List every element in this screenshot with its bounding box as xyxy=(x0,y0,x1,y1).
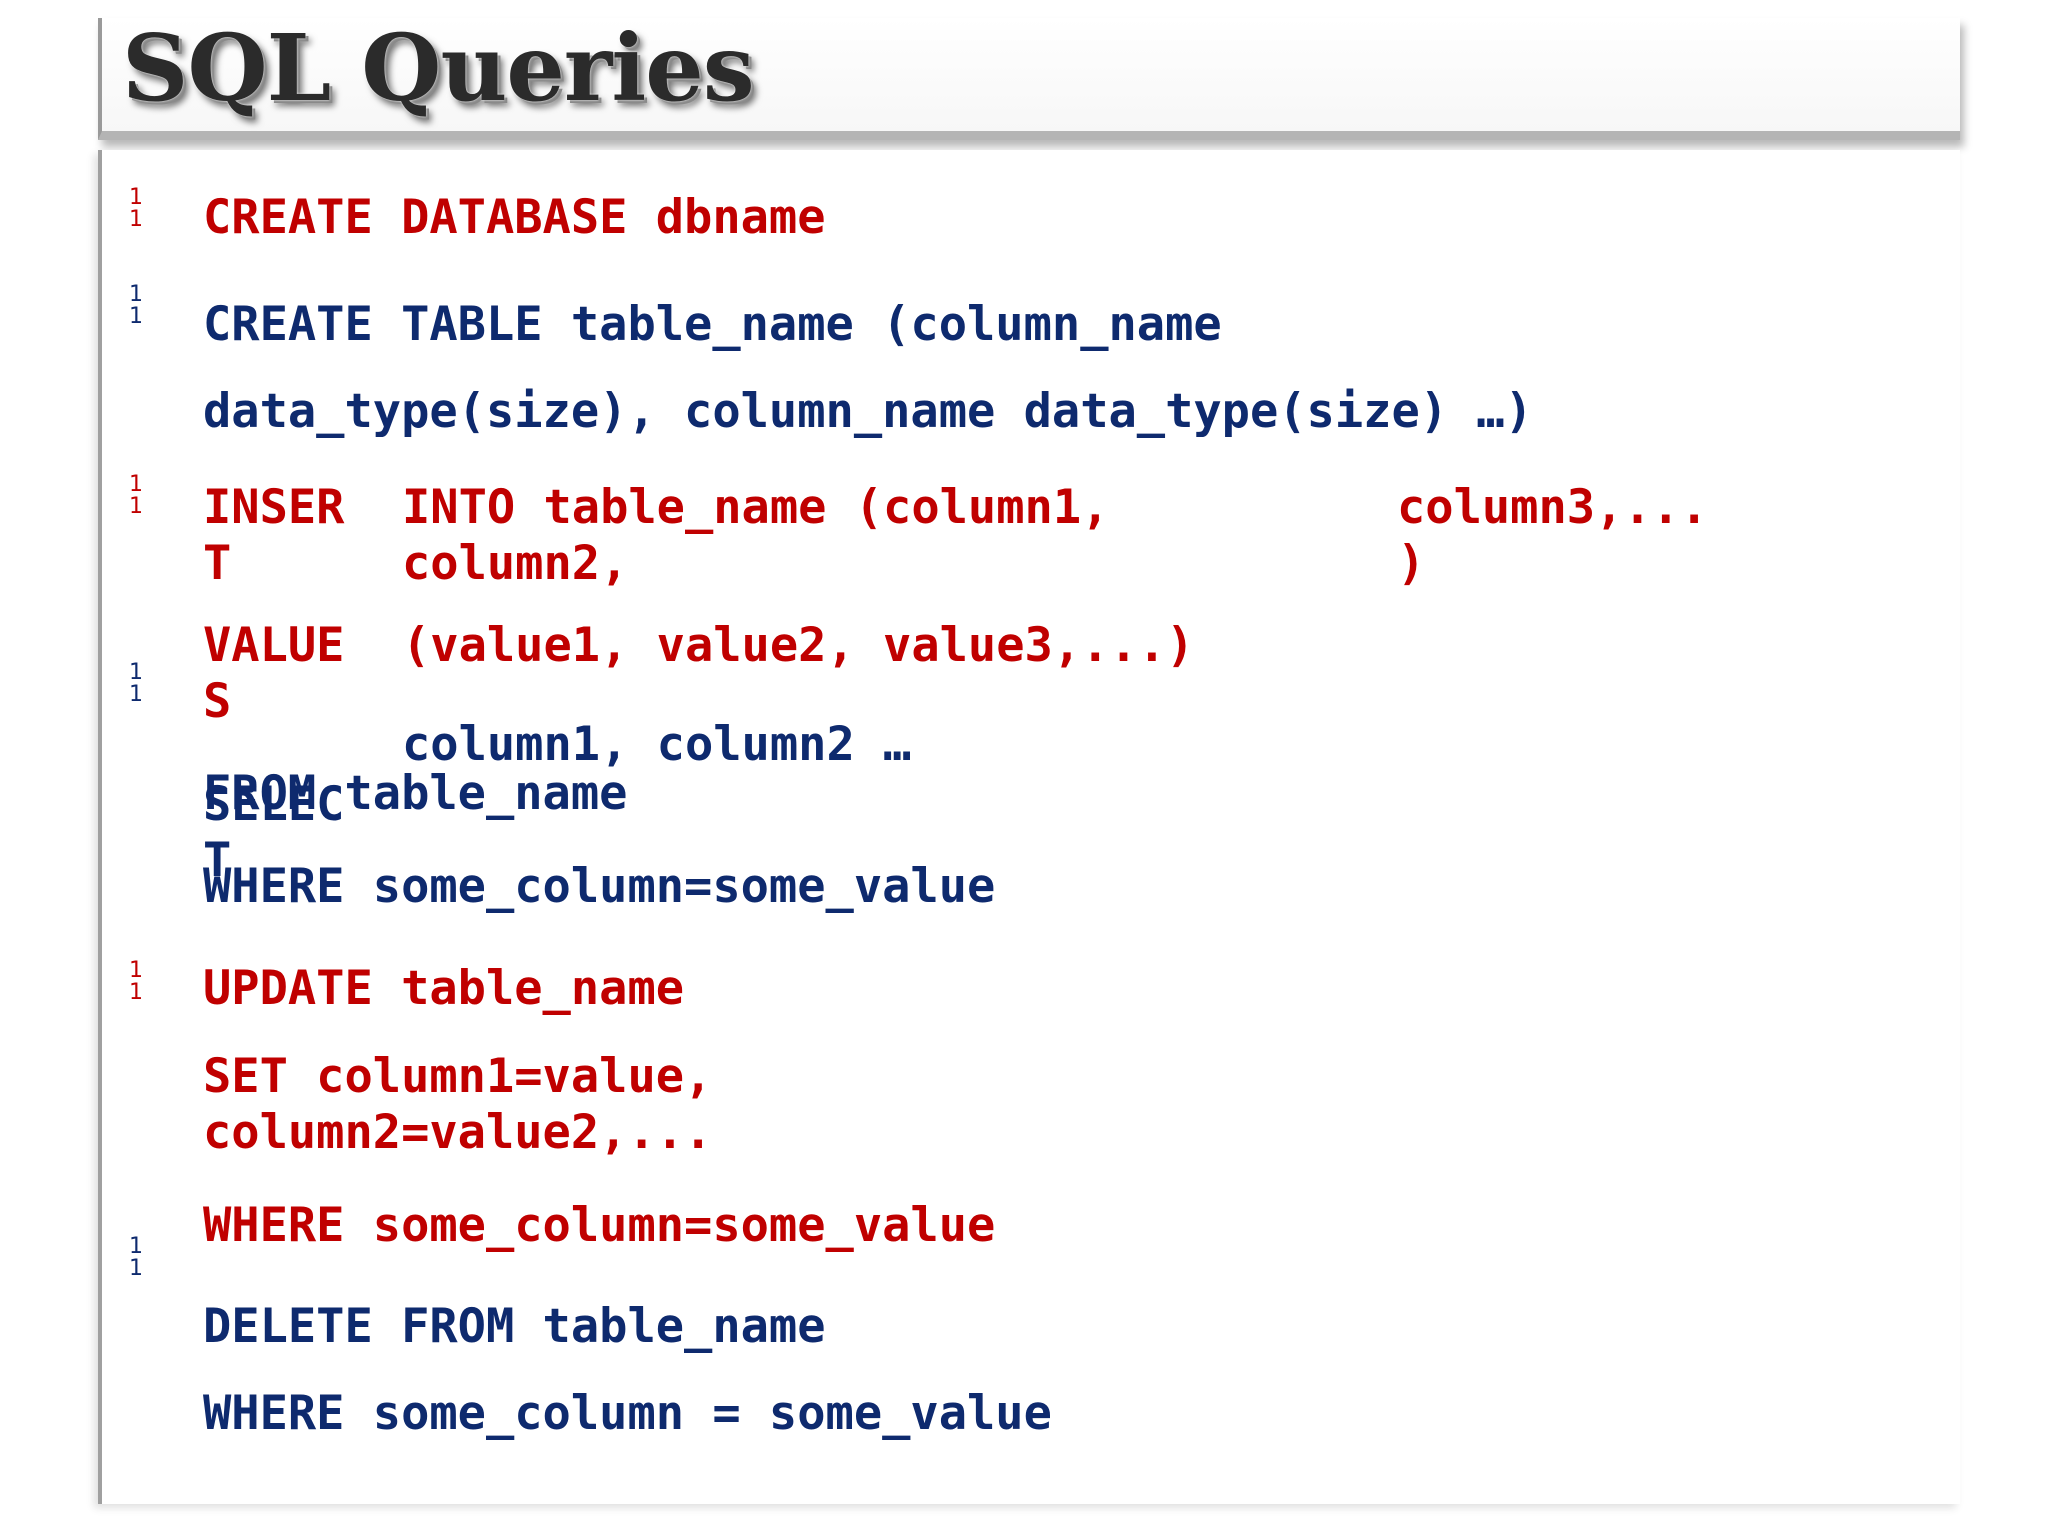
create-table-line-2: data_type(size), column_name data_type(s… xyxy=(203,384,1533,439)
insert-keyword: INSER T xyxy=(203,480,345,591)
content-panel xyxy=(98,150,1960,1504)
insert-column3: column3,... ) xyxy=(1397,480,1709,591)
slide-title: SQL Queries xyxy=(122,14,755,122)
update-set: SET column1=value, column2=value2,... xyxy=(203,1049,713,1160)
update-line: UPDATE table_name xyxy=(203,961,685,1016)
bullet-icon: 1 1 xyxy=(129,660,143,707)
values-list: (value1, value2, value3,...) xyxy=(402,618,1195,673)
bullet-icon: 1 1 xyxy=(129,472,143,519)
delete-line: DELETE FROM table_name xyxy=(203,1299,826,1354)
bullet-icon: 1 1 xyxy=(129,1234,143,1281)
delete-where: WHERE some_column = some_value xyxy=(203,1386,1052,1441)
select-columns: column1, column2 … xyxy=(402,717,912,772)
bullet-icon: 1 1 xyxy=(129,185,143,232)
title-bar xyxy=(98,18,1960,140)
update-where: WHERE some_column=some_value xyxy=(203,1198,996,1253)
values-keyword: VALUE S xyxy=(203,618,345,729)
select-where: WHERE some_column=some_value xyxy=(203,859,996,914)
bullet-icon: 1 1 xyxy=(129,958,143,1005)
select-from: FROM table_name xyxy=(203,766,628,821)
insert-into-columns: INTO table_name (column1, column2, xyxy=(402,480,1110,591)
bullet-icon: 1 1 xyxy=(129,282,143,329)
select-keyword: SELEC T xyxy=(203,777,345,888)
create-database-line: CREATE DATABASE dbname xyxy=(203,190,826,245)
create-table-line-1: CREATE TABLE table_name (column_name xyxy=(203,297,1222,352)
